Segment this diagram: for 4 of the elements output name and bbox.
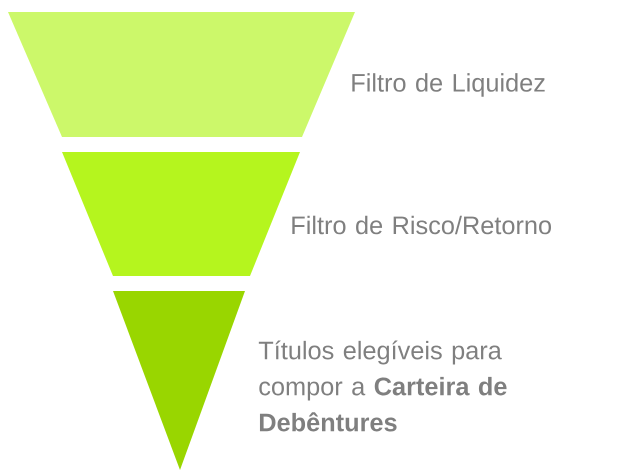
- funnel-label: Filtro de Risco/Retorno: [292, 216, 552, 234]
- funnel-label: Filtro de Liquidez: [352, 73, 545, 97]
- funnel-triangle: [113, 291, 245, 470]
- funnel-label: Títulos elegíveis para compor a Carteira de Debêntures: [258, 340, 507, 432]
